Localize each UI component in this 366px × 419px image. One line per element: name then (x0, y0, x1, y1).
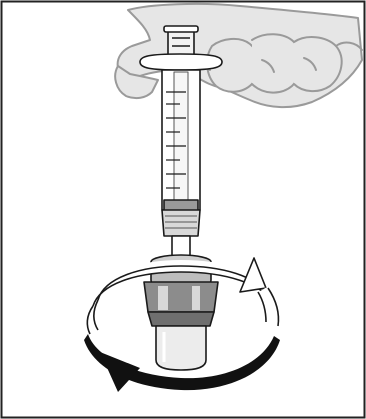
adapter-highlight (158, 286, 168, 310)
adapter-skirt (144, 282, 218, 312)
finger-flange (140, 54, 222, 70)
adapter-flange (148, 312, 214, 326)
luer-collar (162, 210, 200, 236)
adapter-highlight (192, 286, 200, 310)
plunger-thumb-rest (164, 26, 198, 32)
vial-icon (156, 326, 206, 370)
